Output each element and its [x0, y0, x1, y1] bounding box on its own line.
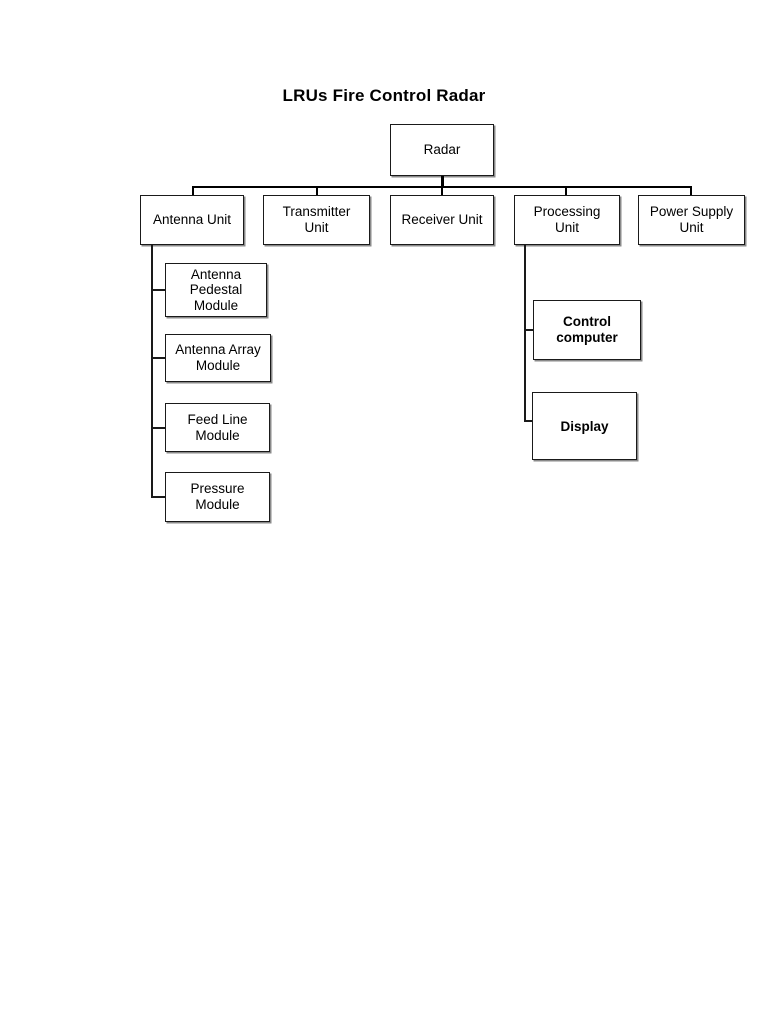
- node-receiver-unit[interactable]: Receiver Unit: [390, 195, 494, 245]
- node-antenna-array-module-label: Antenna Array Module: [175, 342, 261, 373]
- connector-bus-to-transmitter-unit: [316, 186, 318, 196]
- node-radar[interactable]: Radar: [390, 124, 494, 176]
- connector-antenna-to-array-module: [151, 357, 166, 360]
- node-transmitter-unit[interactable]: Transmitter Unit: [263, 195, 370, 245]
- node-control-computer-label: Control computer: [556, 314, 618, 345]
- connector-antenna-spine: [151, 245, 154, 497]
- page-title: LRUs Fire Control Radar: [282, 86, 486, 105]
- node-feed-line-module[interactable]: Feed Line Module: [165, 403, 270, 452]
- node-power-supply-unit[interactable]: Power Supply Unit: [638, 195, 745, 245]
- node-feed-line-module-label: Feed Line Module: [187, 411, 248, 443]
- node-antenna-unit-label: Antenna Unit: [152, 212, 232, 228]
- node-antenna-pedestal-module-label: Antenna Pedestal Module: [189, 266, 243, 313]
- node-transmitter-unit-label: Transmitter Unit: [282, 204, 351, 235]
- node-pressure-module[interactable]: Pressure Module: [165, 472, 270, 522]
- node-antenna-unit[interactable]: Antenna Unit: [140, 195, 244, 245]
- node-processing-unit-label: Processing Unit: [533, 204, 601, 235]
- connector-bus-to-antenna-unit: [192, 186, 194, 196]
- node-display[interactable]: Display: [532, 392, 637, 460]
- node-processing-unit[interactable]: Processing Unit: [514, 195, 620, 245]
- node-control-computer[interactable]: Control computer: [533, 300, 641, 360]
- connector-antenna-to-pedestal-module: [151, 289, 166, 292]
- node-display-label: Display: [560, 419, 609, 434]
- node-radar-label: Radar: [423, 142, 461, 158]
- node-power-supply-unit-label: Power Supply Unit: [649, 204, 734, 235]
- connector-antenna-to-pressure-module: [151, 496, 166, 499]
- connector-processing-spine: [524, 245, 527, 422]
- connector-root-drop: [441, 176, 444, 187]
- connector-processing-to-display: [524, 420, 534, 423]
- connector-processing-to-control-computer: [524, 329, 535, 332]
- node-antenna-array-module[interactable]: Antenna Array Module: [165, 334, 271, 382]
- connector-antenna-to-feed-line-module: [151, 427, 166, 430]
- connector-bus-to-receiver-unit: [441, 186, 443, 196]
- node-pressure-module-label: Pressure Module: [190, 481, 245, 512]
- node-antenna-pedestal-module[interactable]: Antenna Pedestal Module: [165, 263, 267, 317]
- connector-bus-to-power-supply-unit: [690, 186, 692, 196]
- node-receiver-unit-label: Receiver Unit: [401, 212, 483, 228]
- connector-bus-to-processing-unit: [565, 186, 567, 196]
